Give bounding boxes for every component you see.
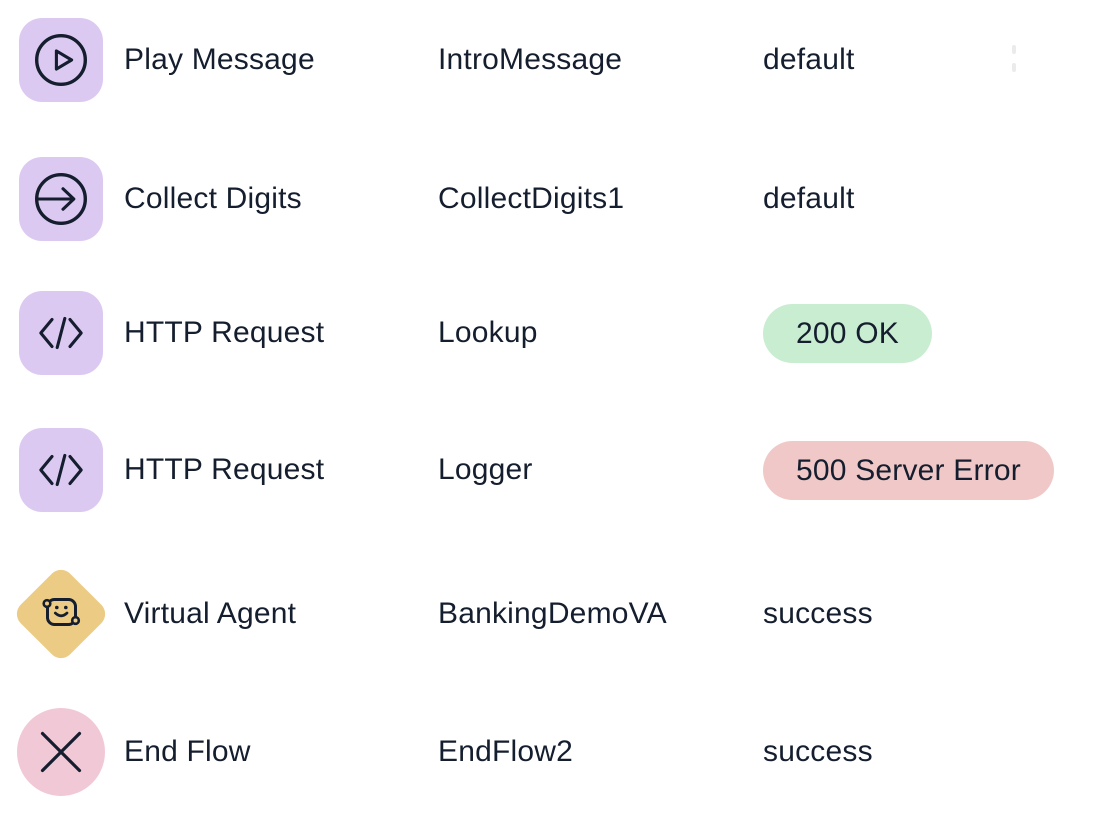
node-icon-slot [12,697,110,807]
node-icon-slot [11,559,111,669]
virtual-agent-node-diamond [11,559,111,669]
node-name: EndFlow2 [438,735,574,768]
node-name: Logger [438,453,533,486]
node-type-label: HTTP Request [124,453,325,486]
faint-edge-mark [1012,45,1016,54]
status-badge-500-error: 500 Server Error [763,440,1054,500]
node-icon-slot [12,144,110,254]
node-icon-slot [12,278,110,388]
play-icon [35,34,87,86]
node-row-end-flow[interactable]: End Flow EndFlow2 success [0,697,1104,807]
faint-edge-mark [1012,63,1016,72]
http-request-node-tile [19,291,103,375]
code-icon [39,316,83,350]
node-row-virtual-agent[interactable]: Virtual Agent BankingDemoVA success [0,559,1104,669]
status-badge-200-ok: 200 OK [763,303,932,363]
node-row-play-message[interactable]: Play Message IntroMessage default [0,5,1104,115]
node-row-http-request-lookup[interactable]: HTTP Request Lookup 200 OK [0,278,1104,388]
node-status: default [763,43,855,76]
play-message-node-tile [19,18,103,102]
node-name: Lookup [438,316,538,349]
node-status: default [763,182,855,215]
node-type-label: HTTP Request [124,316,325,349]
node-row-http-request-logger[interactable]: HTTP Request Logger 500 Server Error [0,415,1104,525]
collect-digits-node-tile [19,157,103,241]
node-type-label: Collect Digits [124,182,302,215]
node-name: IntroMessage [438,43,623,76]
node-row-collect-digits[interactable]: Collect Digits CollectDigits1 default [0,144,1104,254]
code-icon [39,453,83,487]
node-name: BankingDemoVA [438,597,667,630]
node-name: CollectDigits1 [438,182,625,215]
http-request-node-tile [19,428,103,512]
bot-icon [42,598,81,626]
node-status: success [763,597,873,630]
node-type-label: Play Message [124,43,315,76]
end-flow-node-circle [17,708,105,796]
node-type-label: End Flow [124,735,251,768]
node-icon-slot [12,415,110,525]
x-icon [40,731,82,773]
node-status: success [763,735,873,768]
node-type-label: Virtual Agent [124,597,297,630]
node-icon-slot [12,5,110,115]
arrow-right-icon [35,173,87,225]
